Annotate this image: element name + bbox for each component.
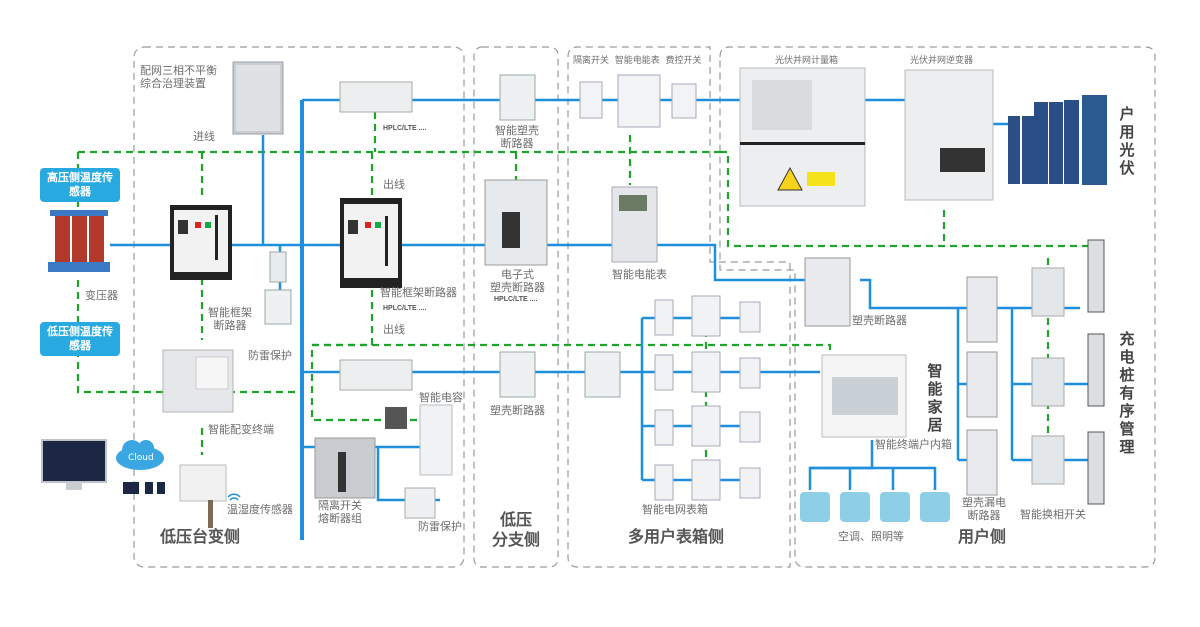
- label-appliances: 空调、照明等: [838, 530, 904, 543]
- frame-breaker-2-icon: [340, 198, 402, 288]
- label-top-meter-group: 隔离开关 智能电能表 费控开关: [573, 56, 702, 66]
- label-temp-humidity: 温湿度传感器: [227, 503, 293, 516]
- label-surge-1: 防雷保护: [248, 349, 292, 362]
- smart-capacitor-icon: [419, 404, 453, 476]
- charger-3-icon: [1087, 431, 1105, 505]
- monitor-icon: [41, 439, 107, 483]
- rcd-mccb-2-icon: [966, 351, 998, 418]
- power-quality-meter-icon: [385, 407, 407, 429]
- label-hplc-2: HPLC/LTE ....: [383, 305, 427, 312]
- transformer-icon: [48, 210, 110, 272]
- rcd-mccb-3-icon: [966, 429, 998, 496]
- label-isolator-fuse: 隔离开关 熔断器组: [318, 499, 362, 525]
- top-smart-meter-icon: [617, 74, 661, 128]
- pv-inverter-icon: [904, 69, 994, 201]
- comm-module-1-icon: [339, 81, 413, 113]
- label-user-mccb: 塑壳断路器: [852, 314, 907, 327]
- zone-meterbox-border: [567, 46, 791, 568]
- zone-title-branch: 低压 分支侧: [492, 510, 541, 549]
- side-label-smart-home: 智能家居: [927, 362, 943, 434]
- label-unbalance-device: 配网三相不平衡 综合治理装置: [140, 64, 217, 90]
- label-cloud: Cloud: [128, 453, 154, 463]
- surge-protector-2-icon: [264, 289, 292, 325]
- isolating-switch-icon: [579, 81, 603, 119]
- comm-lv-sensor: [76, 350, 300, 394]
- wifi-icon: [227, 493, 241, 501]
- label-frame-breaker-1: 智能框架 断路器: [208, 306, 252, 332]
- user-mccb-icon: [804, 257, 851, 327]
- side-label-charging: 充电桩有序管理: [1119, 330, 1135, 456]
- rcd-mccb-1-icon: [966, 276, 998, 343]
- label-phase-switch: 智能换相开关: [1020, 508, 1086, 521]
- power-home-bus: [810, 466, 937, 490]
- temp-humidity-sensor-icon: [179, 464, 227, 502]
- label-outgoing-1: 出线: [383, 178, 405, 191]
- power-home-box: [808, 440, 874, 490]
- label-mccb-branch: 塑壳断路器: [490, 404, 545, 417]
- label-smart-grid-meter-box: 智能电网表箱: [642, 503, 708, 516]
- label-surge-2: 防雷保护: [418, 520, 462, 533]
- surge-protector-1-icon: [269, 251, 287, 283]
- label-hplc-1: HPLC/LTE ....: [383, 125, 427, 132]
- label-hplc-3: HPLC/LTE ....: [494, 296, 538, 303]
- zone-borders: [133, 46, 1156, 568]
- charger-2-icon: [1087, 333, 1105, 407]
- mccb-meterbox-icon: [584, 351, 621, 398]
- side-label-pv: 户用光伏: [1119, 105, 1135, 177]
- phase-switch-1-icon: [1031, 267, 1065, 317]
- meterbox-units: [654, 295, 761, 501]
- label-pv-meter-box: 光伏并网计量箱: [775, 56, 839, 66]
- label-frame-breaker-2: 智能框架断路器: [380, 286, 457, 299]
- label-dist-terminal: 智能配变终端: [208, 423, 274, 436]
- comm-module-2-icon: [339, 359, 413, 391]
- devices: [41, 61, 1107, 528]
- label-smart-meter: 智能电能表: [612, 268, 667, 281]
- appliance-icons: [800, 492, 950, 522]
- zone-title-meterbox: 多用户表箱侧: [628, 527, 725, 546]
- zone-title-user: 用户侧: [958, 527, 1007, 546]
- surge-protector-3-icon: [404, 487, 436, 519]
- label-incoming: 进线: [193, 130, 215, 143]
- label-smart-capacitor: 智能电容: [419, 391, 463, 404]
- badge-hv-temp-sensor: 高压侧温度传感器: [40, 168, 120, 202]
- lamp-2-icon: [920, 492, 950, 522]
- zone-transformer-border: [133, 46, 465, 568]
- zone-title-transformer: 低压台变侧: [160, 527, 241, 546]
- smart-mccb-icon: [499, 74, 536, 121]
- label-smart-home-box: 智能终端户内箱: [875, 438, 952, 451]
- mccb-branch-icon: [499, 351, 536, 398]
- label-pv-inverter: 光伏并网逆变器: [910, 56, 974, 66]
- label-outgoing-2: 出线: [383, 323, 405, 336]
- label-smart-mccb: 智能塑壳 断路器: [495, 124, 539, 150]
- badge-lv-temp-sensor: 低压侧温度传感器: [40, 322, 120, 356]
- charger-1-icon: [1087, 239, 1105, 313]
- frame-breaker-1-icon: [170, 205, 232, 280]
- prepay-switch-icon: [671, 83, 697, 119]
- zone-branch-border: [473, 46, 559, 568]
- aircon-1-icon: [800, 492, 830, 522]
- aircon-2-icon: [840, 492, 870, 522]
- phase-switch-2-icon: [1031, 357, 1065, 407]
- phase-switch-3-icon: [1031, 435, 1065, 485]
- label-transformer: 变压器: [85, 289, 118, 302]
- lamp-1-icon: [880, 492, 910, 522]
- pv-panels-icon: [1008, 95, 1107, 185]
- label-electronic-mccb: 电子式 塑壳断路器: [490, 268, 545, 294]
- label-rcd-mccb: 塑壳漏电 断路器: [962, 496, 1006, 522]
- zone-user-border: [719, 46, 1156, 568]
